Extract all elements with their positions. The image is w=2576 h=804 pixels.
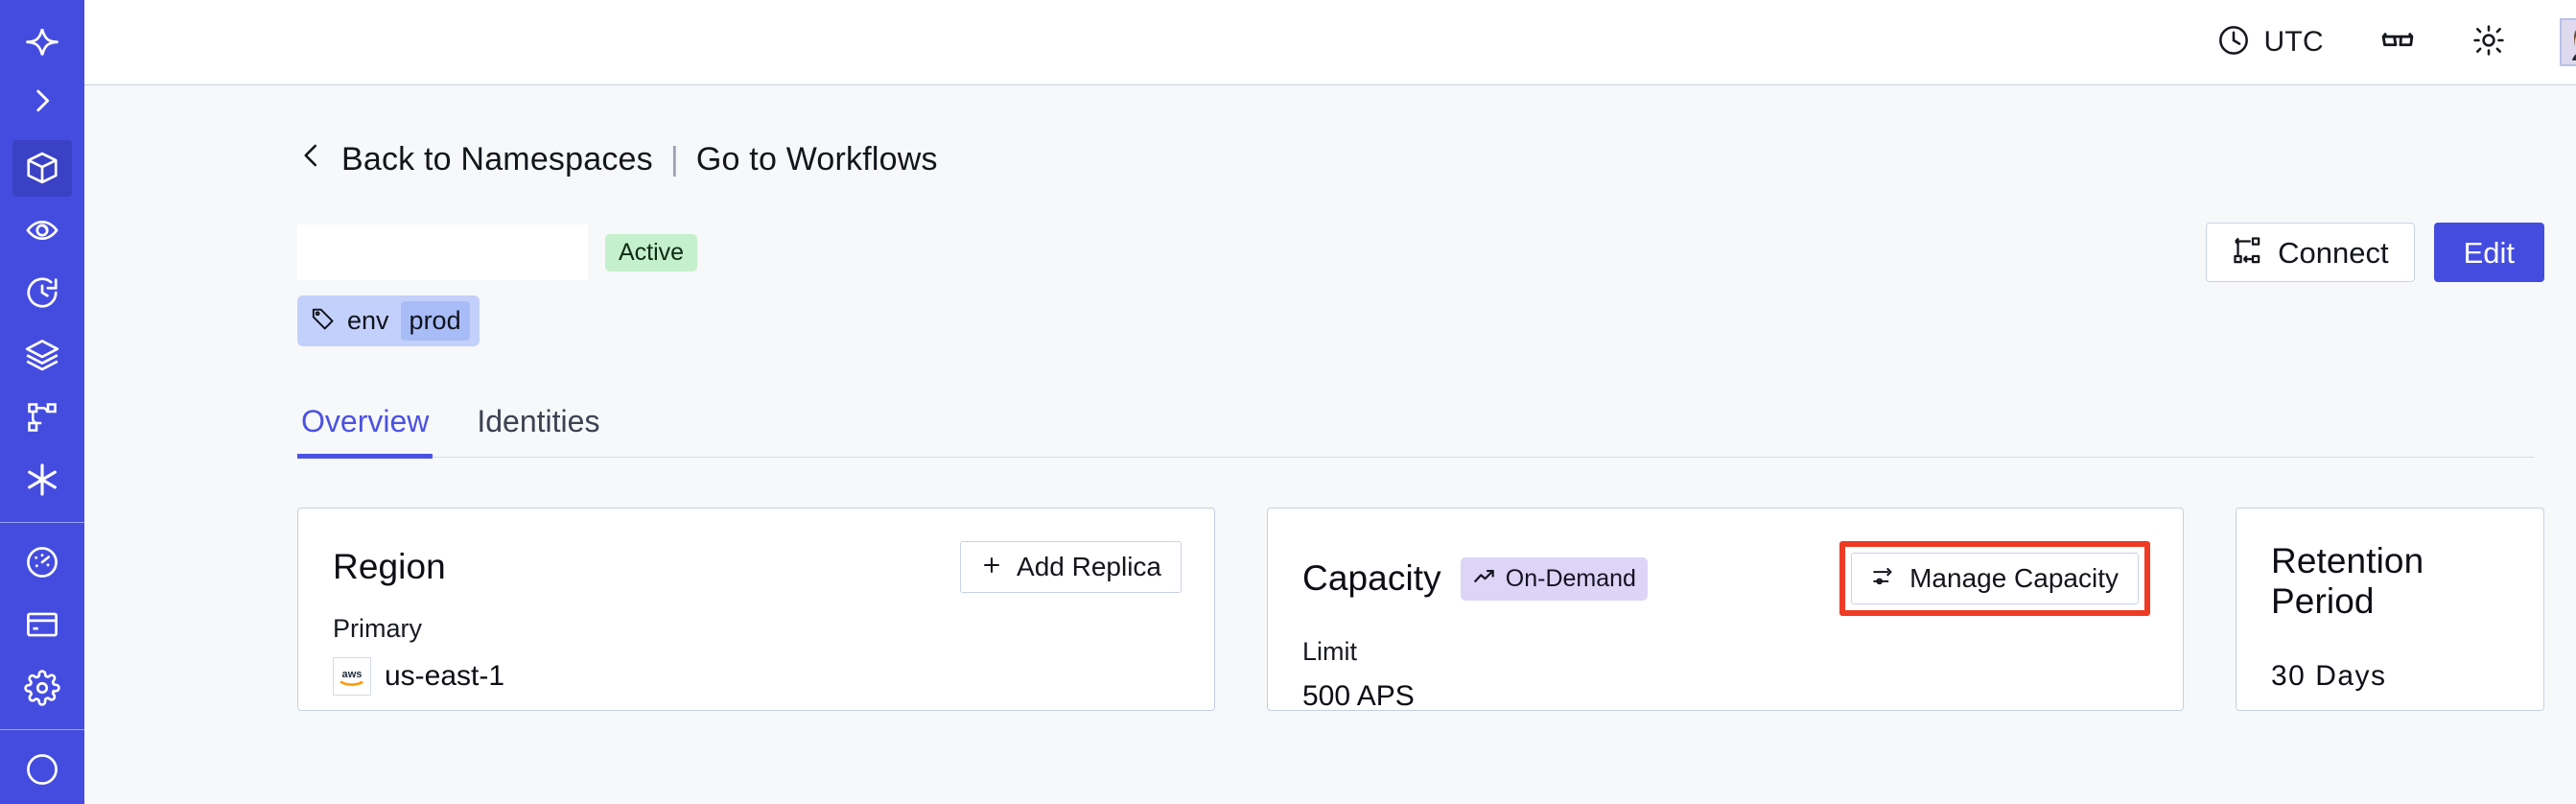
edit-button-label: Edit: [2463, 235, 2515, 270]
overview-cards: Region Add Replica Primary: [297, 508, 2544, 712]
connect-button[interactable]: Connect: [2206, 223, 2415, 282]
namespace-header: Active: [297, 223, 2544, 282]
top-bar: UTC: [84, 0, 2576, 85]
tag-key: env: [347, 306, 389, 335]
connect-button-label: Connect: [2278, 235, 2389, 270]
plus-icon: [980, 554, 1003, 581]
sidebar-divider-1: [0, 521, 84, 523]
manage-capacity-highlight: Manage Capacity: [1839, 541, 2150, 616]
temporal-logo-icon: [23, 23, 61, 61]
svg-text:aws: aws: [342, 669, 363, 680]
capacity-mode-badge: On-Demand: [1460, 556, 1648, 601]
retention-card-title: Retention Period: [2271, 541, 2424, 621]
sidebar-item-billing[interactable]: [12, 597, 72, 653]
sidebar-item-settings[interactable]: [12, 659, 72, 716]
manage-capacity-button[interactable]: Manage Capacity: [1851, 553, 2139, 604]
usage-gauge-icon: [24, 544, 60, 580]
tab-identities[interactable]: Identities: [477, 404, 600, 438]
capacity-limit-label: Limit: [1302, 637, 1358, 666]
settings-gear-icon: [24, 669, 60, 706]
observability-eye-icon: [24, 212, 60, 248]
billing-card-icon: [24, 606, 60, 643]
tab-overview[interactable]: Overview: [297, 404, 433, 459]
tag-env[interactable]: env prod: [297, 296, 480, 346]
region-value: us-east-1: [385, 660, 505, 692]
chevron-left-icon[interactable]: [297, 139, 326, 180]
region-card: Region Add Replica Primary: [297, 508, 1215, 711]
reading-glasses-icon: [2379, 22, 2416, 63]
page-title: [297, 225, 588, 280]
breadcrumb-separator: |: [669, 141, 679, 177]
help-circle-icon: [24, 751, 60, 788]
main-region: UTC: [84, 0, 2576, 804]
sidebar-item-help[interactable]: [12, 742, 72, 798]
retention-card: Retention Period 30 Days: [2236, 508, 2544, 711]
clock-icon: [2216, 23, 2251, 62]
sidebar-item-observability[interactable]: [12, 202, 72, 259]
edit-button[interactable]: Edit: [2433, 223, 2544, 282]
timezone-label: UTC: [2263, 26, 2324, 58]
sun-icon: [2471, 23, 2506, 62]
status-badge: Active: [605, 233, 698, 272]
sidebar-divider-2: [0, 729, 84, 730]
namespace-tags: env prod: [297, 296, 2544, 346]
retention-card-header: Retention Period: [2271, 541, 2511, 622]
schedules-clock-icon: [24, 274, 60, 311]
avatar[interactable]: [2560, 18, 2576, 66]
theme-toggle-button[interactable]: [2471, 23, 2506, 62]
sidebar-item-nexus[interactable]: [12, 452, 72, 508]
trending-up-icon: [1472, 564, 1497, 594]
capacity-card-header: Capacity On-Demand: [1302, 541, 2150, 616]
header-actions: Connect Edit: [2206, 223, 2544, 282]
workflows-branch-icon: [25, 400, 59, 435]
sidebar-item-workflows[interactable]: [12, 390, 72, 446]
connect-network-icon: [2232, 235, 2262, 271]
region-card-header: Region Add Replica: [333, 541, 1182, 593]
manage-capacity-label: Manage Capacity: [1909, 563, 2119, 593]
capacity-limit-value: 500 APS: [1302, 680, 1415, 712]
region-card-title: Region: [333, 547, 446, 586]
focus-mode-button[interactable]: [2379, 22, 2416, 63]
namespaces-cube-icon: [24, 150, 60, 186]
tag-value: prod: [400, 301, 470, 341]
nexus-asterisk-icon: [23, 461, 61, 499]
retention-value: 30 Days: [2271, 660, 2387, 692]
add-replica-label: Add Replica: [1017, 552, 1161, 581]
breadcrumb: Back to Namespaces | Go to Workflows: [297, 139, 2544, 180]
tag-icon: [311, 306, 336, 336]
add-replica-button[interactable]: Add Replica: [960, 541, 1182, 593]
breadcrumb-workflows-link[interactable]: Go to Workflows: [695, 141, 938, 177]
capacity-mode-label: On-Demand: [1505, 564, 1636, 592]
sidebar-item-usage[interactable]: [12, 534, 72, 591]
tab-bar: Overview Identities: [297, 404, 2535, 459]
sliders-icon: [1871, 564, 1896, 594]
region-value-row: aws us-east-1: [333, 657, 1182, 696]
sidebar: [0, 0, 84, 804]
sidebar-item-temporal-logo[interactable]: [12, 13, 72, 70]
region-primary-label: Primary: [333, 614, 422, 643]
timezone-selector[interactable]: UTC: [2216, 23, 2324, 62]
sidebar-item-namespaces[interactable]: [12, 139, 72, 197]
batch-layers-icon: [24, 337, 60, 373]
sidebar-item-schedules[interactable]: [12, 265, 72, 321]
sidebar-item-expand[interactable]: [12, 72, 72, 129]
expand-chevron-icon: [26, 84, 59, 117]
breadcrumb-back-link[interactable]: Back to Namespaces: [341, 141, 653, 177]
content-area: Back to Namespaces | Go to Workflows Act…: [84, 85, 2576, 804]
capacity-card-title: Capacity: [1302, 558, 1441, 598]
capacity-card: Capacity On-Demand: [1267, 508, 2184, 712]
sidebar-item-batch-operations[interactable]: [12, 327, 72, 384]
aws-logo-icon: aws: [333, 657, 371, 696]
